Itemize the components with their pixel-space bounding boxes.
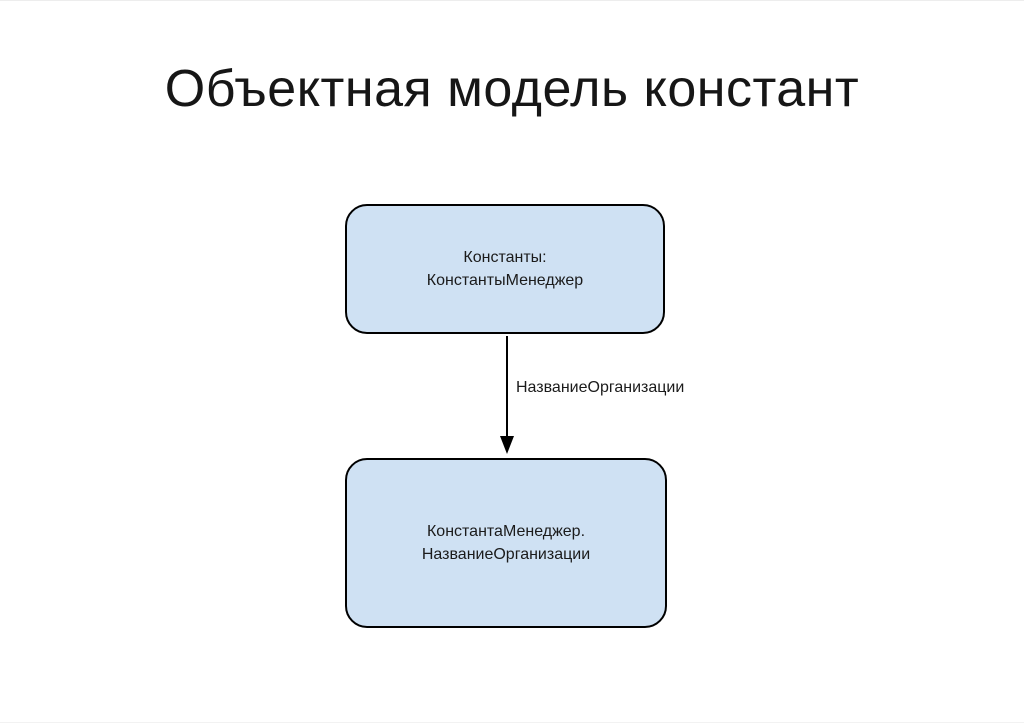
node-label-line: Константы: xyxy=(463,249,547,266)
arrowhead-icon xyxy=(500,436,514,454)
node-label-line: КонстантыМенеджер xyxy=(426,272,584,289)
diagram-node-constants: Константы: КонстантыМенеджер xyxy=(345,204,665,334)
page-title: Объектная модель констант xyxy=(164,60,860,118)
edge-label: НазваниеОрганизации xyxy=(516,379,685,396)
node-label-line: НазваниеОрганизации xyxy=(421,546,591,563)
node-label-line: КонстантаМенеджер. xyxy=(426,523,586,540)
diagram-node-org-name: КонстантаМенеджер. НазваниеОрганизации xyxy=(345,458,667,628)
